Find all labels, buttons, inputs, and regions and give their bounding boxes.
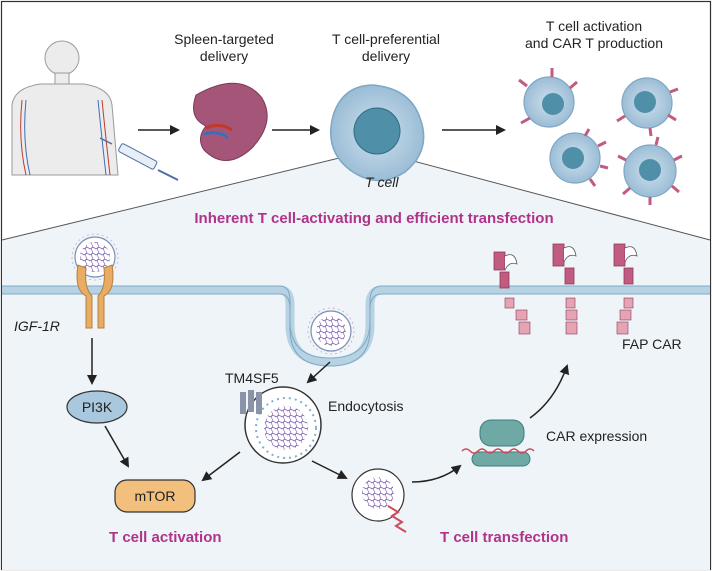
car-t-cell-4: [617, 136, 683, 205]
igf1r-label: IGF-1R: [14, 318, 60, 334]
t-cell: [329, 84, 425, 182]
tm4sf5-label: TM4SF5: [225, 370, 279, 386]
pi3k-label: PI3K: [81, 399, 113, 415]
arrow-to-ribosome: [411, 464, 462, 483]
mtor-node: [114, 479, 196, 513]
car-expression-label: CAR expression: [546, 428, 648, 444]
spleen-icon: [193, 82, 268, 161]
spleen-label-line1: Spleen-targeted: [174, 31, 274, 47]
transfection-title: T cell transfection: [440, 529, 569, 546]
activation-title: T cell activation: [109, 529, 222, 546]
tcell-pref-label-line1: T cell-preferential: [332, 31, 440, 47]
endocytosis-label: Endocytosis: [328, 398, 404, 414]
car-t-cell-1: [518, 68, 578, 128]
released-nanoparticle: [351, 468, 407, 533]
igf1r-receptor: [76, 264, 114, 329]
panel-headline: Inherent T cell-activating and efficient…: [194, 210, 554, 227]
syringe-icon: [99, 137, 179, 181]
arrow-pi3k-mtor: [104, 425, 129, 468]
spleen-label-line2: delivery: [199, 48, 249, 64]
fap-car-label: FAP CAR: [622, 336, 682, 352]
activation-label-line1: T cell activation: [545, 18, 643, 34]
tcell-pref-label-line2: delivery: [361, 48, 411, 64]
car-t-cell-2: [616, 77, 679, 137]
tcell-caption: T cell: [365, 174, 399, 190]
fap-car-3: [613, 243, 638, 335]
activation-label-line2: and CAR T production: [524, 35, 664, 51]
spleen-label: Spleen-targeted delivery: [174, 31, 274, 65]
human-figure: [11, 40, 119, 176]
arrow-endocytosis: [306, 361, 331, 384]
endosome: [240, 386, 322, 464]
mtor-label: mTOR: [134, 488, 176, 504]
nanoparticle-receptor: [71, 233, 119, 281]
arrow-endosome-mtor: [201, 451, 241, 482]
tcell-pref-label: T cell-preferential delivery: [332, 31, 440, 65]
nanoparticle-pit: [307, 307, 355, 355]
pi3k-node: [66, 390, 128, 424]
ribosome: [461, 419, 535, 467]
activation-label: T cell activation and CAR T production: [525, 18, 663, 52]
car-t-cell-3: [549, 128, 609, 187]
fap-car-2: [552, 243, 578, 335]
arrow-car-expression: [529, 364, 570, 419]
fap-car-1: [493, 251, 531, 335]
arrow-endosome-release: [311, 460, 348, 479]
